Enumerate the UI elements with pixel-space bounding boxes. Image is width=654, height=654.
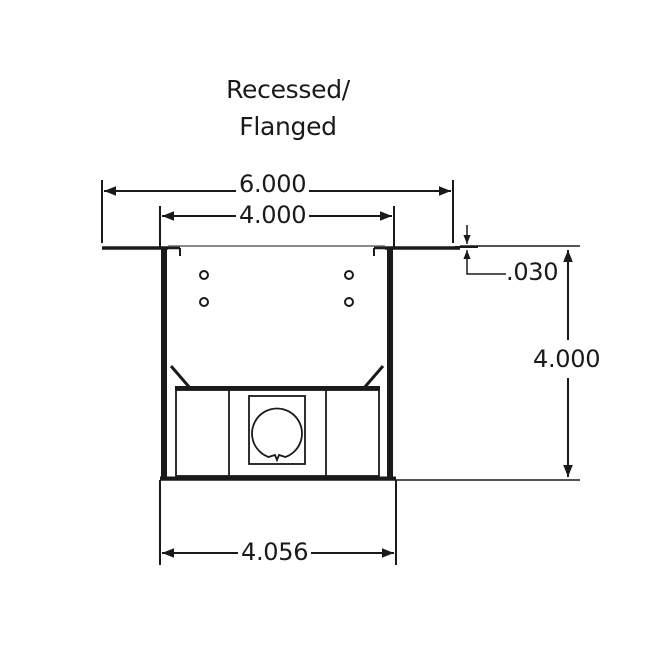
dimension-label-4056: 4.056 xyxy=(238,538,312,566)
mounting-holes xyxy=(199,270,354,307)
dimension-label-4000-width: 4.000 xyxy=(236,201,310,229)
housing-walls xyxy=(160,248,580,481)
drawing-title-line2: Flanged xyxy=(239,112,337,141)
dimension-030 xyxy=(455,225,510,275)
outlet-icon xyxy=(251,407,303,463)
dimension-label-6000: 6.000 xyxy=(236,170,310,198)
receptacle-box xyxy=(175,389,380,477)
flange xyxy=(102,245,580,256)
bracket-shelf xyxy=(169,365,385,390)
dimension-label-030: .030 xyxy=(506,258,559,286)
drawing-title-line1: Recessed/ xyxy=(226,75,350,104)
dimension-label-4000-depth: 4.000 xyxy=(530,345,604,373)
